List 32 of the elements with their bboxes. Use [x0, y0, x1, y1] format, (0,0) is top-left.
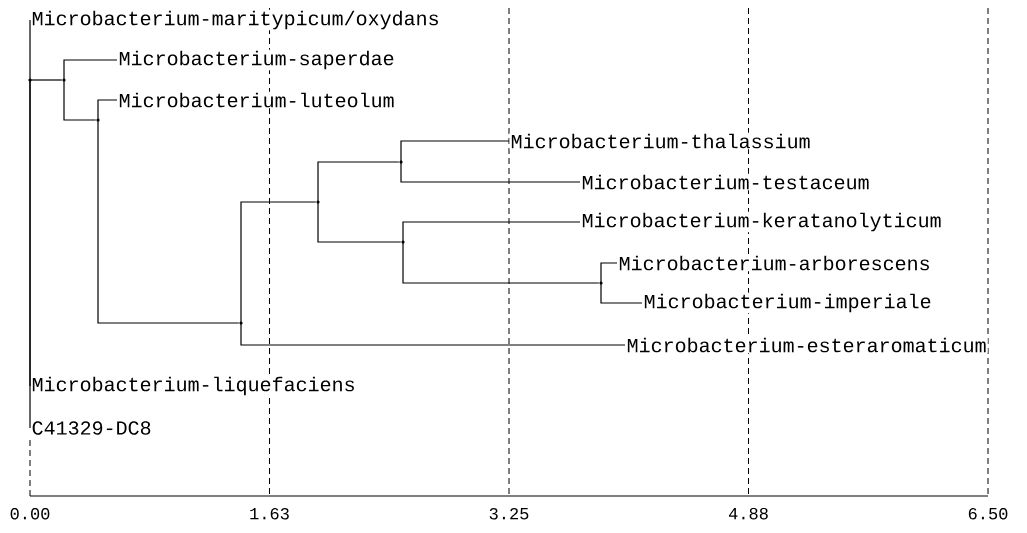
branch-line	[63, 79, 97, 121]
branch-line	[600, 262, 618, 284]
tick-label: 0.00	[10, 507, 50, 520]
leaf-label: Microbacterium-saperdae	[117, 49, 396, 71]
branch-line	[317, 201, 402, 243]
leaf-label: Microbacterium-keratanolyticum	[580, 211, 943, 233]
branch-line	[240, 201, 317, 324]
leaf-label: Microbacterium-luteolum	[117, 91, 396, 109]
branch-line	[400, 161, 581, 183]
branch-line	[63, 59, 118, 81]
tick-label: 3.25	[489, 507, 529, 520]
branch-line	[402, 221, 581, 243]
leaf-label: Microbacterium-arborescens	[617, 254, 932, 272]
branch-line	[97, 99, 118, 121]
tick-label: 6.50	[968, 507, 1008, 520]
branch-line	[317, 161, 400, 203]
branch-line	[240, 322, 626, 346]
branch-line	[400, 140, 510, 163]
tick-label: 1.63	[250, 507, 289, 520]
branch-line	[29, 19, 31, 81]
leaf-label: Microbacterium-thalassium	[509, 132, 812, 150]
branch-line	[402, 241, 600, 284]
leaf-label: Microbacterium-maritypicum/oxydans	[30, 9, 441, 31]
branch-line	[29, 79, 63, 81]
leaf-label: Microbacterium-imperiale	[642, 292, 933, 314]
leaf-label: C41329-DC8	[30, 420, 153, 436]
leaf-label: Microbacterium-liquefaciens	[30, 375, 357, 397]
branch-line	[97, 119, 240, 324]
leaf-label: Microbacterium-testaceum	[580, 173, 871, 191]
branch-line	[600, 282, 643, 304]
leaf-label: Microbacterium-esteraromaticum	[625, 336, 988, 354]
tick-label: 4.88	[728, 507, 768, 520]
